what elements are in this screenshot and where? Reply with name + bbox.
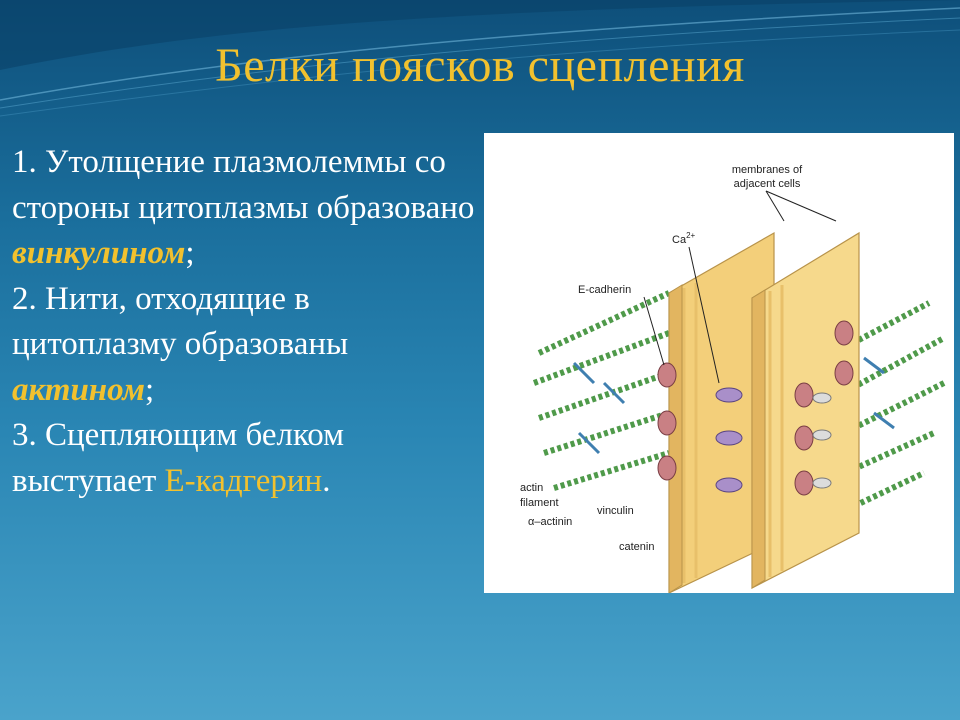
point-3: 3. Сцепляющим белком выступает Е-кадгери… bbox=[12, 413, 482, 504]
left-membrane bbox=[668, 231, 775, 593]
label-alpha-actinin: α–actinin bbox=[528, 516, 572, 528]
right-membrane bbox=[751, 231, 860, 589]
label-actin-line1: actin bbox=[520, 482, 543, 494]
slide-title: Белки поясков сцепления bbox=[215, 39, 745, 92]
catenin-proteins bbox=[715, 387, 743, 493]
actin-filaments-left bbox=[532, 290, 671, 491]
label-membranes-line1: membranes of bbox=[732, 164, 803, 176]
slide-body: 1. Утолщение плазмолеммы со стороны цито… bbox=[12, 140, 482, 504]
point-2-text: 2. Нити, отходящие в цитоплазму образова… bbox=[12, 280, 349, 363]
point-3-term: Е-кадгерин bbox=[164, 462, 323, 499]
point-3-text: 3. Сцепляющим белком выступает bbox=[12, 417, 345, 499]
point-1-text: 1. Утолщение плазмолеммы со стороны цито… bbox=[12, 144, 475, 226]
background-waves bbox=[0, 0, 960, 117]
label-ca-superscript: 2+ bbox=[686, 231, 695, 240]
membranes-pointer-right bbox=[765, 190, 837, 222]
point-2: 2. Нити, отходящие в цитоплазму образова… bbox=[12, 277, 482, 414]
membranes-pointer-left bbox=[765, 190, 785, 222]
point-2-term: актином bbox=[12, 371, 145, 408]
point-3-end: . bbox=[322, 462, 331, 499]
point-1: 1. Утолщение плазмолеммы со стороны цито… bbox=[12, 140, 482, 277]
adhesion-belt-illustration: membranes of adjacent cells Ca2+ E-cadhe… bbox=[520, 164, 946, 593]
label-membranes-line2: adjacent cells bbox=[734, 178, 801, 190]
label-calcium: Ca2+ bbox=[672, 231, 696, 246]
e-cadherin-pointer bbox=[643, 296, 665, 366]
adhesion-belt-figure: membranes of adjacent cells Ca2+ E-cadhe… bbox=[484, 133, 954, 593]
label-e-cadherin: E-cadherin bbox=[578, 284, 631, 296]
point-1-term: винкулином bbox=[12, 235, 186, 271]
alpha-actinin-crosslinks bbox=[572, 356, 895, 455]
label-catenin: catenin bbox=[619, 541, 654, 553]
label-actin-line2: filament bbox=[520, 497, 559, 509]
calcium-pointer bbox=[688, 246, 720, 384]
label-vinculin: vinculin bbox=[597, 505, 634, 517]
e-cadherin-proteins bbox=[657, 320, 854, 496]
label-ca: Ca bbox=[672, 234, 687, 246]
point-2-end: ; bbox=[144, 371, 155, 408]
point-1-end: ; bbox=[185, 235, 195, 271]
vinculin-proteins bbox=[812, 392, 832, 489]
